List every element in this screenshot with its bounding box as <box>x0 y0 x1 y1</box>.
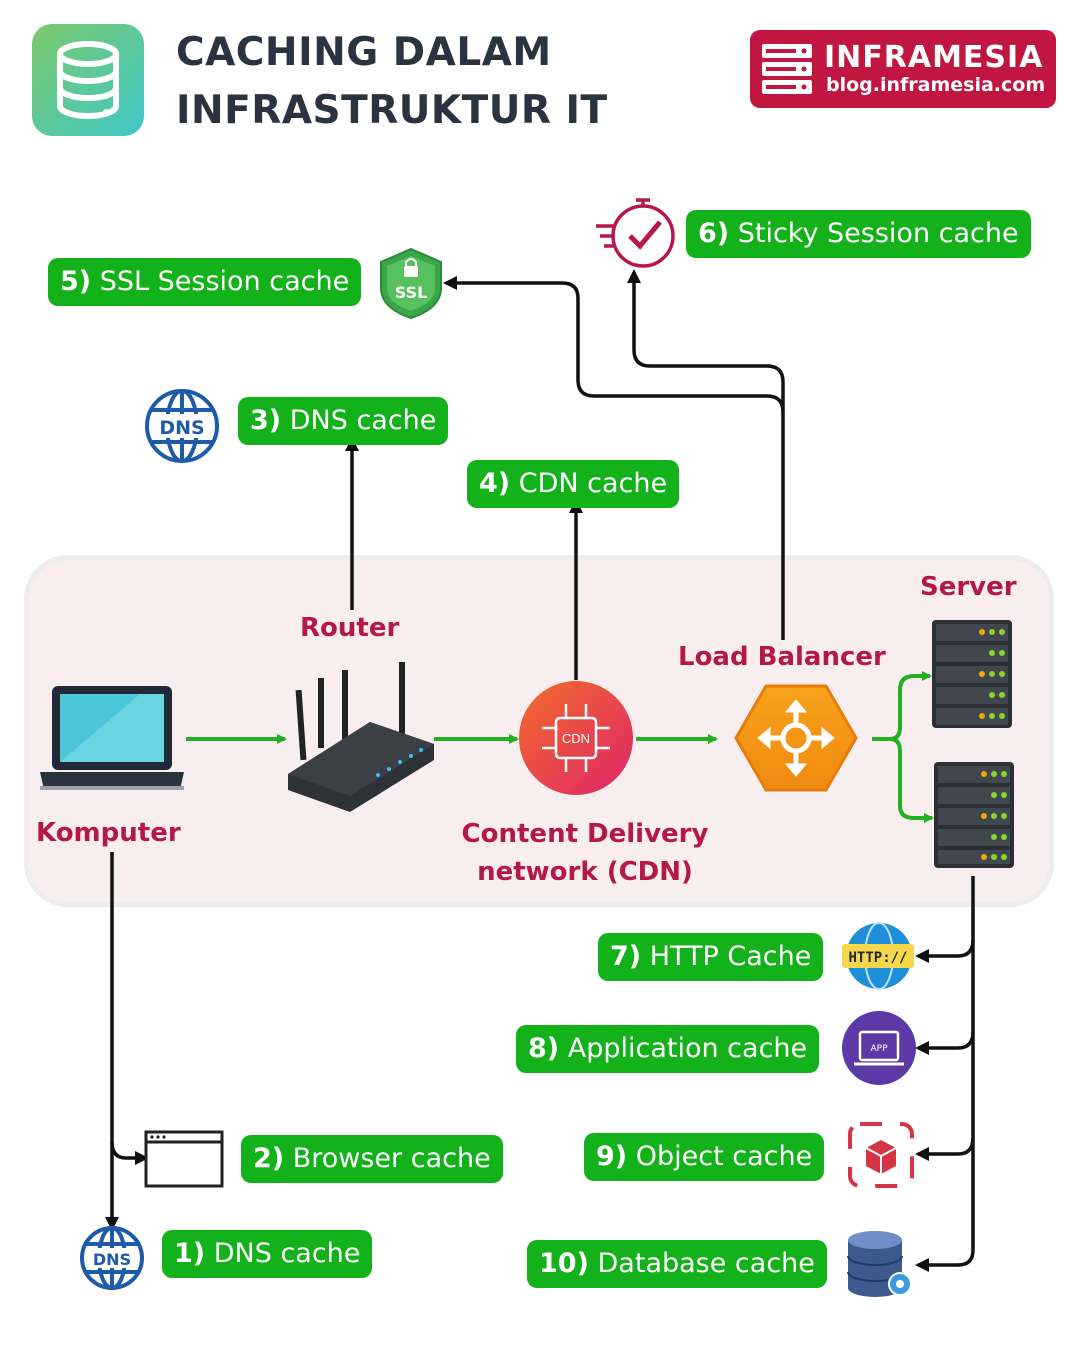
database-gear-icon <box>847 1231 912 1297</box>
server-icon-2 <box>934 762 1014 868</box>
cache-num: 8) <box>528 1033 560 1064</box>
dns-icon-text-top: DNS <box>159 417 204 439</box>
arrow-lb-server1 <box>872 671 932 741</box>
cdn-label-line-2: network (CDN) <box>477 857 693 887</box>
cache-label: Application cache <box>567 1033 808 1064</box>
arrow-server-object9 <box>915 1137 975 1161</box>
cache-num: 3) <box>250 405 282 436</box>
cache-pill-10: 10) Database cache <box>527 1240 827 1288</box>
laptop-icon <box>40 686 184 790</box>
load-balancer-icon <box>734 684 858 792</box>
router-label: Router <box>300 613 400 643</box>
arrow-server-http7 <box>915 939 975 963</box>
arrow-lb-server2 <box>889 737 934 823</box>
cache-pill-6: 6) Sticky Session cache <box>686 210 1031 258</box>
object-cube-icon <box>848 1122 914 1188</box>
ssl-icon-text: SSL <box>395 283 428 302</box>
application-icon: APP <box>842 1011 916 1085</box>
router-icon <box>288 662 434 812</box>
cache-pill-9: 9) Object cache <box>584 1133 825 1181</box>
server-rack-icon <box>762 44 812 94</box>
brand-name: INFRAMESIA <box>824 40 1044 75</box>
cdn-icon-text: CDN <box>562 731 590 746</box>
cache-num: 6) <box>698 218 730 249</box>
database-app-icon <box>32 24 144 136</box>
cache-label: Browser cache <box>292 1143 491 1174</box>
title-line-1: CACHING DALAM <box>176 30 552 75</box>
page-title: CACHING DALAM INFRASTRUKTUR IT <box>176 24 608 140</box>
cache-pill-4: 4) CDN cache <box>467 460 680 508</box>
stopwatch-icon <box>596 198 675 268</box>
arrow-lb-sticky6 <box>627 269 785 412</box>
cache-num: 10) <box>539 1248 589 1279</box>
cdn-label: Content Delivery network (CDN) <box>460 815 710 891</box>
cache-num: 2) <box>253 1143 285 1174</box>
cache-label: SSL Session cache <box>99 266 350 297</box>
cache-label: Object cache <box>635 1141 813 1172</box>
server-icon-1 <box>932 620 1012 728</box>
cache-num: 7) <box>610 941 642 972</box>
app-icon-text: APP <box>870 1044 888 1054</box>
cache-label: HTTP Cache <box>649 941 812 972</box>
cache-pill-8: 8) Application cache <box>516 1025 820 1073</box>
cache-label: DNS cache <box>213 1238 361 1269</box>
cache-label: Database cache <box>597 1248 815 1279</box>
cache-pill-1: 1) DNS cache <box>162 1230 373 1278</box>
flow-arrows <box>186 671 934 823</box>
cache-pill-3: 3) DNS cache <box>238 397 449 445</box>
ssl-shield-icon: SSL <box>380 247 442 320</box>
title-line-2: INFRASTRUKTUR IT <box>176 88 608 133</box>
infrastructure-container <box>24 555 1054 907</box>
cache-label: Sticky Session cache <box>737 218 1019 249</box>
server-label: Server <box>920 572 1017 602</box>
brand-url: blog.inframesia.com <box>826 74 1046 96</box>
cache-label: CDN cache <box>518 468 668 499</box>
cache-label: DNS cache <box>289 405 437 436</box>
arrow-computer-browser2 <box>110 1141 149 1165</box>
brand-logo: INFRAMESIA blog.inframesia.com <box>750 30 1056 108</box>
cache-num: 9) <box>596 1141 628 1172</box>
cache-num: 4) <box>479 468 511 499</box>
browser-window-icon <box>144 1130 224 1188</box>
cache-arrows <box>105 269 975 1272</box>
cdn-label-line-1: Content Delivery <box>461 819 709 849</box>
database-stack-icon <box>57 41 119 119</box>
cdn-icon: CDN <box>519 681 633 795</box>
cache-num: 5) <box>60 266 92 297</box>
cache-pill-5: 5) SSL Session cache <box>48 258 362 306</box>
load-balancer-label: Load Balancer <box>678 642 886 672</box>
computer-label: Komputer <box>36 818 181 848</box>
http-icon-text: HTTP:// <box>848 950 907 966</box>
arrow-lb-ssl5 <box>443 276 785 640</box>
cache-num: 1) <box>174 1238 206 1269</box>
http-globe-icon: HTTP:// <box>842 922 914 990</box>
cache-pill-7: 7) HTTP Cache <box>598 933 824 981</box>
arrow-server-app8 <box>915 1031 975 1055</box>
dns-icon-text-bottom: DNS <box>93 1250 131 1269</box>
arrow-server-db10 <box>915 876 975 1272</box>
cache-pill-2: 2) Browser cache <box>241 1135 503 1183</box>
